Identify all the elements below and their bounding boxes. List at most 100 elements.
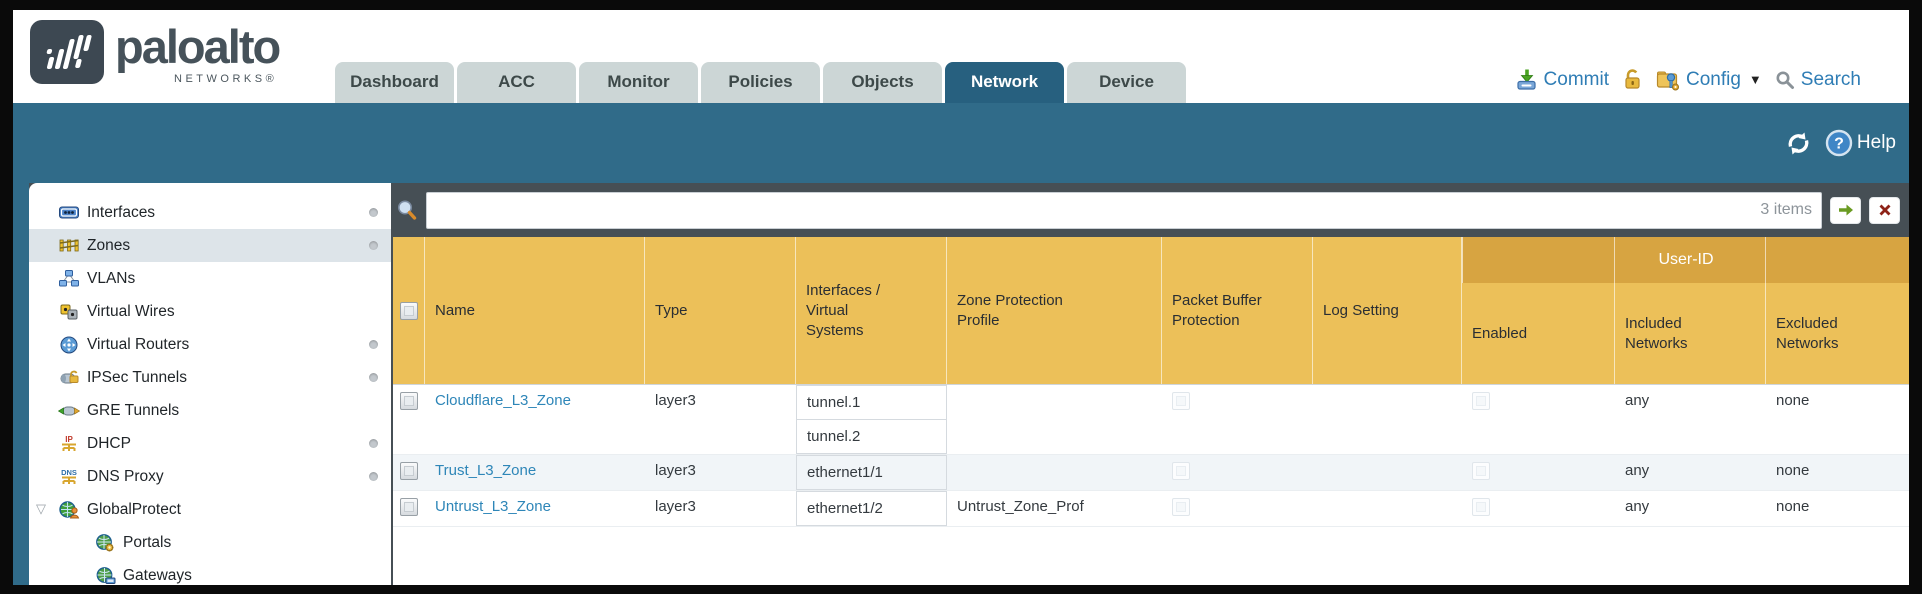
clear-filter-button[interactable] xyxy=(1869,196,1900,224)
sidebar-item-label: GlobalProtect xyxy=(87,500,181,518)
column-header-zone-protection-profile[interactable]: Zone Protection Profile xyxy=(947,237,1162,384)
apply-filter-button[interactable] xyxy=(1830,196,1861,224)
sidebar-item-globalprotect[interactable]: ▽ GlobalProtect xyxy=(29,493,391,526)
column-header-name[interactable]: Name xyxy=(425,237,645,384)
lock-icon[interactable] xyxy=(1622,68,1643,91)
svg-text:?: ? xyxy=(1834,136,1844,153)
cell-name: Trust_L3_Zone xyxy=(425,455,645,490)
zones-icon xyxy=(58,236,80,256)
cell-zone-protection-profile xyxy=(947,385,1162,454)
sidebar-item-label: Interfaces xyxy=(87,203,156,221)
tab-network[interactable]: Network xyxy=(945,62,1064,103)
packet-buffer-checkbox[interactable] xyxy=(1172,498,1190,516)
column-header-log-setting[interactable]: Log Setting xyxy=(1313,237,1462,384)
sidebar-item-gateways[interactable]: Gateways xyxy=(29,559,391,585)
help-icon: ? xyxy=(1825,129,1853,157)
gre-tunnels-icon xyxy=(58,401,80,421)
user-id-group-header: User-ID xyxy=(1462,237,1909,283)
cell-type: layer3 xyxy=(655,392,696,409)
refresh-button[interactable] xyxy=(1785,130,1812,157)
cell-log-setting xyxy=(1313,385,1462,454)
sidebar-item-virtual-wires[interactable]: Virtual Wires xyxy=(29,295,391,328)
row-checkbox-cell xyxy=(393,455,425,490)
tab-dashboard[interactable]: Dashboard xyxy=(335,62,454,103)
user-id-enabled-checkbox[interactable] xyxy=(1472,498,1490,516)
cell-zone-protection-profile xyxy=(947,455,1162,490)
filter-input[interactable] xyxy=(426,191,1822,229)
row-checkbox[interactable] xyxy=(400,498,418,516)
config-menu[interactable]: Config ▼ xyxy=(1656,68,1762,91)
status-dot xyxy=(369,340,378,349)
sidebar-item-interfaces[interactable]: Interfaces xyxy=(29,196,391,229)
sidebar-item-label: Virtual Routers xyxy=(87,335,190,353)
user-id-enabled-checkbox[interactable] xyxy=(1472,392,1490,410)
search-menu[interactable]: Search xyxy=(1775,69,1861,91)
status-dot xyxy=(369,241,378,250)
tab-objects[interactable]: Objects xyxy=(823,62,942,103)
column-header-type[interactable]: Type xyxy=(645,237,796,384)
help-button[interactable]: ? Help xyxy=(1825,129,1896,157)
user-id-enabled-checkbox[interactable] xyxy=(1472,462,1490,480)
ipsec-tunnels-icon xyxy=(58,368,80,388)
column-header-enabled[interactable]: Enabled xyxy=(1462,237,1615,384)
globalprotect-icon xyxy=(58,500,80,520)
status-dot xyxy=(369,208,378,217)
sidebar-item-label: IPSec Tunnels xyxy=(87,368,187,386)
page-banner: ? Help xyxy=(13,103,1909,183)
packet-buffer-checkbox[interactable] xyxy=(1172,462,1190,480)
cell-included-networks: any xyxy=(1625,392,1650,409)
column-header-packet-buffer-protection[interactable]: Packet Buffer Protection xyxy=(1162,237,1313,384)
sidebar-item-zones[interactable]: Zones xyxy=(29,229,391,262)
expander-icon[interactable]: ▽ xyxy=(36,501,46,516)
cell-log-setting xyxy=(1313,455,1462,490)
interfaces-icon xyxy=(58,203,80,223)
tab-device[interactable]: Device xyxy=(1067,62,1186,103)
commit-button[interactable]: Commit xyxy=(1515,68,1609,91)
cell-interfaces: ethernet1/2 xyxy=(796,491,947,526)
tab-policies[interactable]: Policies xyxy=(701,62,820,103)
cell-included-networks: any xyxy=(1625,462,1650,479)
column-header-excluded-networks[interactable]: Excluded Networks xyxy=(1776,314,1839,352)
header-checkbox-cell xyxy=(393,237,425,384)
sidebar-item-label: Gateways xyxy=(123,566,192,584)
interface-entry: ethernet1/2 xyxy=(796,491,947,526)
left-accent-strip xyxy=(13,183,29,585)
zone-name-link[interactable]: Trust_L3_Zone xyxy=(435,462,537,479)
search-label: Search xyxy=(1800,68,1861,90)
utility-links: Commit C xyxy=(1515,68,1861,91)
svg-text:DNS: DNS xyxy=(61,468,77,477)
sidebar-item-portals[interactable]: Portals xyxy=(29,526,391,559)
green-arrow-icon xyxy=(1838,204,1853,216)
zone-name-link[interactable]: Untrust_L3_Zone xyxy=(435,498,551,515)
row-checkbox[interactable] xyxy=(400,462,418,480)
column-header-included-networks[interactable]: Included Networks xyxy=(1615,237,1766,384)
column-header-interfaces-virtual-systems[interactable]: Interfaces / Virtual Systems xyxy=(796,237,947,384)
sidebar-item-ipsec-tunnels[interactable]: IPSec Tunnels xyxy=(29,361,391,394)
status-dot xyxy=(369,472,378,481)
sidebar-item-virtual-routers[interactable]: Virtual Routers xyxy=(29,328,391,361)
packet-buffer-checkbox[interactable] xyxy=(1172,392,1190,410)
cell-user-id-enabled xyxy=(1462,455,1615,490)
dhcp-icon: IP xyxy=(58,434,80,454)
cell-interfaces: ethernet1/1 xyxy=(796,455,947,490)
row-checkbox[interactable] xyxy=(400,392,418,410)
zone-name-link[interactable]: Cloudflare_L3_Zone xyxy=(435,392,571,409)
sidebar-item-gre-tunnels[interactable]: GRE Tunnels xyxy=(29,394,391,427)
select-all-checkbox[interactable] xyxy=(399,301,418,320)
tab-acc[interactable]: ACC xyxy=(457,62,576,103)
sidebar-item-vlans[interactable]: VLANs xyxy=(29,262,391,295)
config-label: Config xyxy=(1686,68,1741,90)
tab-monitor[interactable]: Monitor xyxy=(579,62,698,103)
cell-excluded-networks: none xyxy=(1776,462,1810,479)
